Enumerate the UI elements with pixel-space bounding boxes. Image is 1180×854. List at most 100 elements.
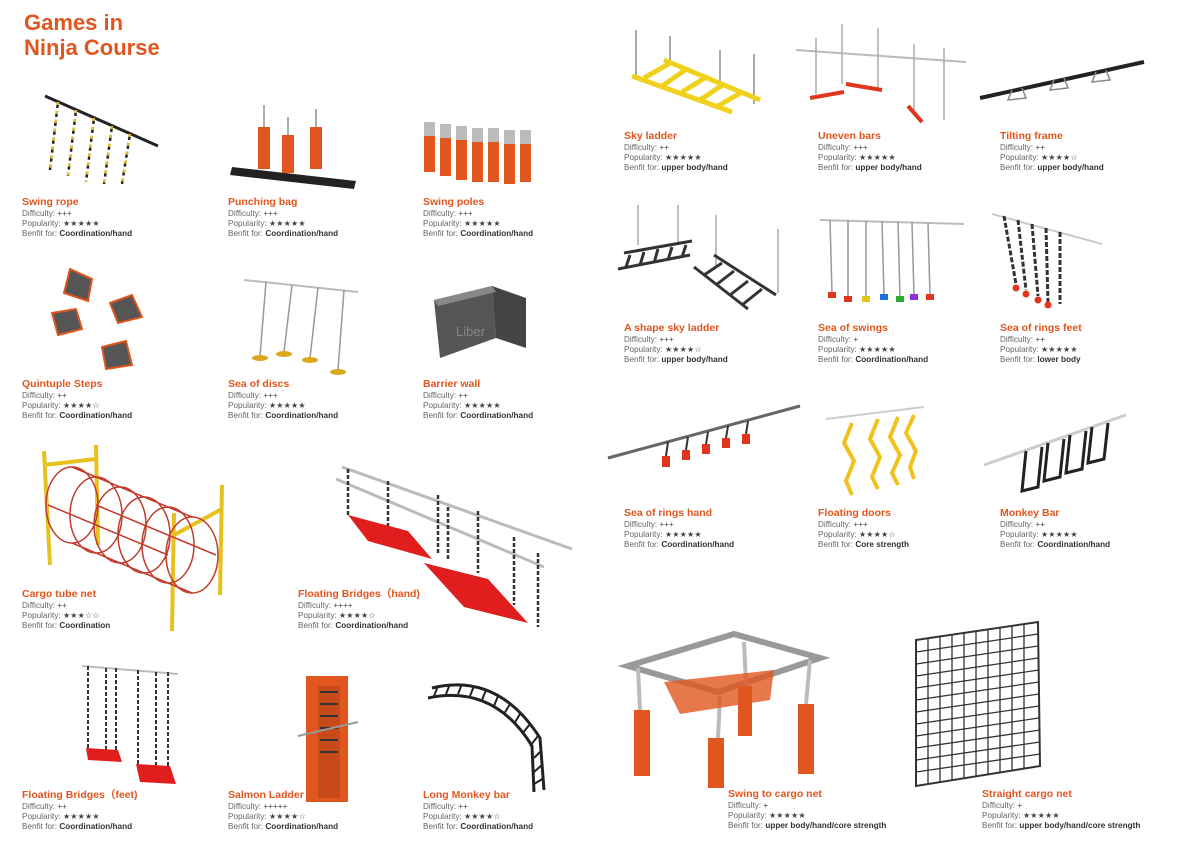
- product-card: Swing poles Difficulty: +++ Popularity: …: [423, 196, 598, 240]
- cargo-tube-net-icon: [42, 444, 224, 632]
- product-card: Cargo tube net Difficulty: ++ Popularity…: [22, 588, 197, 632]
- difficulty-label: Difficulty:: [818, 143, 852, 152]
- difficulty-label: Difficulty:: [228, 802, 262, 811]
- difficulty-label: Difficulty:: [228, 209, 262, 218]
- product-card: Swing to cargo net Difficulty: + Popular…: [728, 788, 903, 832]
- benefit-value: Coordination/hand: [855, 355, 929, 365]
- product-name: Sea of discs: [228, 378, 290, 390]
- popularity-rating: ★★★★★: [268, 401, 306, 411]
- popularity-label: Popularity:: [624, 153, 663, 163]
- straight-cargo-net-icon: [915, 620, 1042, 788]
- benefit-label: Benfit for:: [818, 540, 854, 550]
- product-name: Monkey Bar: [1000, 507, 1060, 519]
- popularity-rating: ★★★★☆: [858, 530, 896, 540]
- product-card: Salmon Ladder Difficulty: +++++ Populari…: [228, 789, 403, 833]
- product-name: Sea of rings hand: [624, 507, 713, 519]
- product-name: Sea of rings feet: [1000, 322, 1082, 334]
- difficulty-label: Difficulty:: [1000, 520, 1034, 529]
- product-card: Tilting frame Difficulty: ++ Popularity:…: [1000, 130, 1175, 174]
- floating-doors-icon: [825, 406, 925, 496]
- product-name: Tilting frame: [1000, 130, 1063, 142]
- product-name: Sky ladder: [624, 130, 678, 142]
- benefit-value: Coordination/hand: [265, 822, 339, 832]
- product-name: Swing rope: [22, 196, 79, 208]
- sea-of-rings-hand-icon: [607, 404, 801, 467]
- difficulty-value: ++: [57, 802, 67, 811]
- difficulty-value: +++: [458, 209, 473, 218]
- benefit-value: Coordination/hand: [1037, 540, 1111, 550]
- benefit-value: upper body/hand: [661, 163, 728, 173]
- product-card: Floating Bridges（feet) Difficulty: ++ Po…: [22, 789, 197, 833]
- benefit-value: Coordination: [59, 621, 111, 631]
- benefit-label: Benfit for:: [624, 540, 660, 550]
- popularity-rating: ★★★★☆: [463, 812, 501, 822]
- popularity-label: Popularity:: [22, 812, 61, 822]
- difficulty-value: ++: [1035, 335, 1045, 344]
- sea-of-rings-feet-icon: [991, 213, 1103, 309]
- popularity-label: Popularity:: [624, 345, 663, 355]
- popularity-rating: ★★★★☆: [62, 401, 100, 411]
- floating-bridges-feet-icon: [81, 665, 179, 784]
- popularity-label: Popularity:: [22, 401, 61, 411]
- popularity-label: Popularity:: [423, 401, 462, 411]
- popularity-label: Popularity:: [1000, 153, 1039, 163]
- popularity-label: Popularity:: [22, 611, 61, 621]
- benefit-label: Benfit for:: [22, 229, 58, 239]
- product-card: Sea of rings hand Difficulty: +++ Popula…: [624, 507, 799, 551]
- difficulty-label: Difficulty:: [818, 335, 852, 344]
- difficulty-label: Difficulty:: [423, 391, 457, 400]
- benefit-label: Benfit for:: [1000, 355, 1036, 365]
- difficulty-label: Difficulty:: [22, 209, 56, 218]
- product-name: Floating Bridges（hand): [298, 588, 420, 600]
- product-name: Quintuple Steps: [22, 378, 103, 390]
- benefit-value: upper body/hand: [855, 163, 922, 173]
- swing-rope-icon: [44, 94, 159, 185]
- product-name: Swing poles: [423, 196, 485, 208]
- quintuple-steps-icon: [50, 267, 144, 371]
- salmon-ladder-icon: [297, 676, 359, 802]
- product-card: Long Monkey bar Difficulty: ++ Popularit…: [423, 789, 598, 833]
- product-card: Punching bag Difficulty: +++ Popularity:…: [228, 196, 403, 240]
- benefit-value: Coordination/hand: [59, 229, 133, 239]
- product-card: Floating Bridges（hand) Difficulty: ++++ …: [298, 588, 473, 632]
- popularity-label: Popularity:: [228, 812, 267, 822]
- monkey-bar-icon: [983, 413, 1127, 493]
- benefit-value: Coordination/hand: [265, 229, 339, 239]
- difficulty-label: Difficulty:: [624, 520, 658, 529]
- difficulty-value: +: [763, 801, 769, 810]
- sky-ladder-icon: [631, 30, 761, 115]
- difficulty-label: Difficulty:: [624, 143, 658, 152]
- difficulty-value: ++: [458, 391, 468, 400]
- product-card: Sea of discs Difficulty: +++ Popularity:…: [228, 378, 403, 422]
- difficulty-value: ++: [57, 601, 67, 610]
- popularity-rating: ★★★★★: [268, 219, 306, 229]
- product-name: Salmon Ladder: [228, 789, 304, 801]
- benefit-label: Benfit for:: [423, 229, 459, 239]
- popularity-label: Popularity:: [818, 345, 857, 355]
- benefit-label: Benfit for:: [624, 163, 660, 173]
- difficulty-label: Difficulty:: [818, 520, 852, 529]
- difficulty-value: +++: [263, 209, 278, 218]
- popularity-label: Popularity:: [228, 401, 267, 411]
- title-line-2: Ninja Course: [24, 35, 160, 60]
- popularity-rating: ★★★★★: [62, 219, 100, 229]
- difficulty-value: +++: [659, 520, 674, 529]
- difficulty-value: ++: [1035, 520, 1045, 529]
- benefit-label: Benfit for:: [423, 411, 459, 421]
- sea-of-discs-icon: [243, 279, 359, 375]
- popularity-label: Popularity:: [982, 811, 1021, 821]
- benefit-value: Coordination/hand: [460, 411, 534, 421]
- product-card: Floating doors Difficulty: +++ Popularit…: [818, 507, 993, 551]
- benefit-label: Benfit for:: [298, 621, 334, 631]
- popularity-rating: ★★★★☆: [1040, 153, 1078, 163]
- product-name: A shape sky ladder: [624, 322, 720, 334]
- product-card: Straight cargo net Difficulty: + Popular…: [982, 788, 1157, 832]
- popularity-rating: ★★★★★: [768, 811, 806, 821]
- benefit-label: Benfit for:: [1000, 540, 1036, 550]
- product-card: Sky ladder Difficulty: ++ Popularity: ★★…: [624, 130, 799, 174]
- benefit-label: Benfit for:: [228, 229, 264, 239]
- popularity-rating: ★★★★★: [1040, 530, 1078, 540]
- uneven-bars-icon: [795, 24, 967, 124]
- popularity-rating: ★★★★☆: [268, 812, 306, 822]
- difficulty-label: Difficulty:: [1000, 143, 1034, 152]
